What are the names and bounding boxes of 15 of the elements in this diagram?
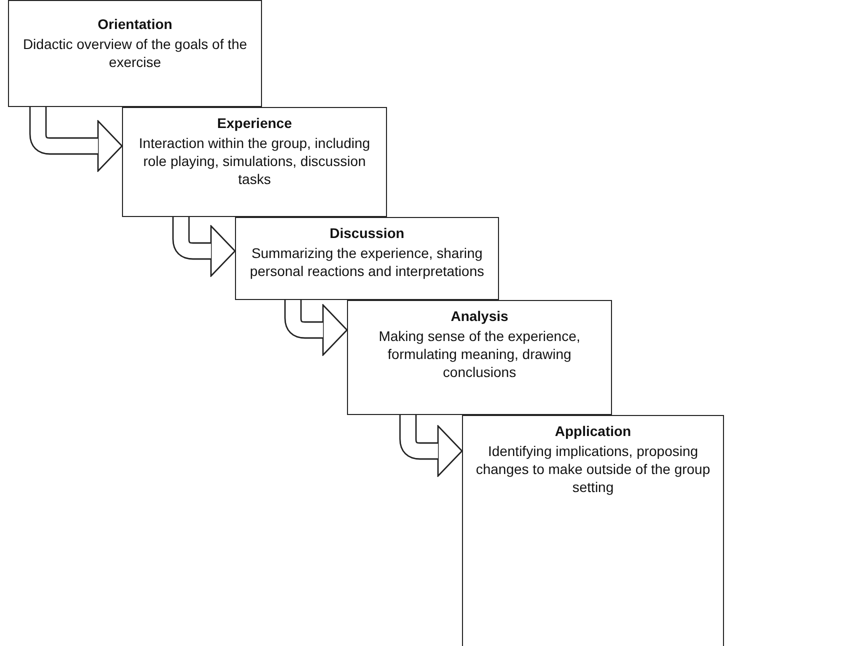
step-box xyxy=(122,107,387,217)
step-description: Summarizing the experience, sharing personal reactions and interpretations xyxy=(248,244,486,280)
step-box xyxy=(235,217,499,300)
step-title: Analysis xyxy=(450,307,508,325)
step-box xyxy=(8,0,262,107)
step-box xyxy=(462,415,724,646)
step-title: Experience xyxy=(217,114,292,132)
step-title: Application xyxy=(554,422,632,440)
step-description: Interaction within the group, including role playing, simulations, discussion tasks xyxy=(138,134,372,188)
step-description: Making sense of the experience, formulating meaning, drawing conclusions xyxy=(378,327,582,381)
step-description: Didactic overview of the goals of the exercise xyxy=(22,35,248,71)
step-box xyxy=(347,300,612,415)
step-title: Orientation xyxy=(98,15,172,33)
step-description: Identifying implications, proposing changes to make outside of the group setting xyxy=(474,442,712,496)
step-title: Discussion xyxy=(330,224,404,242)
